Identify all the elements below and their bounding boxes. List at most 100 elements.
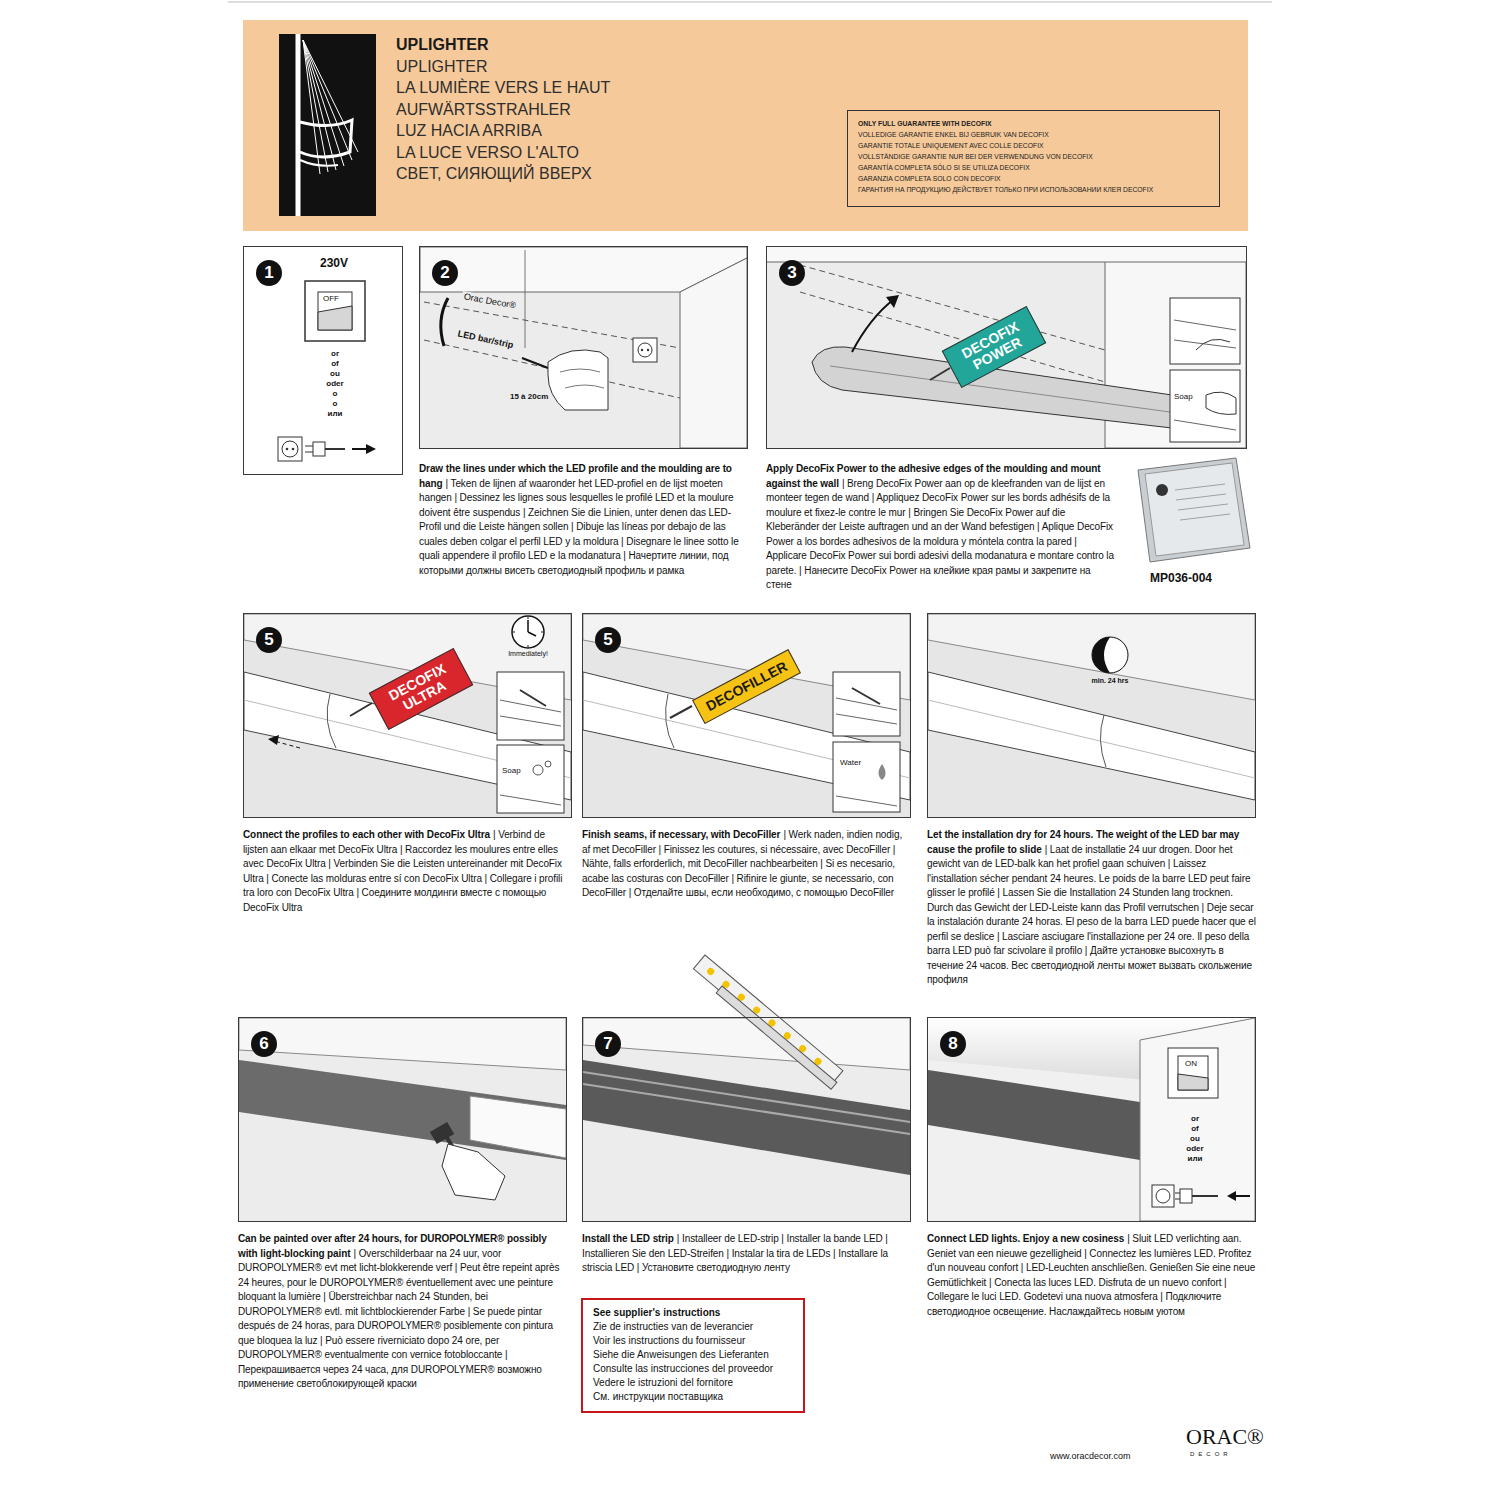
step-panel: 8Connect LED lights. Enjoy a new cosines…	[927, 1017, 1256, 1319]
step-panel: 7Install the LED strip| Installeer de LE…	[582, 1017, 911, 1276]
title-translation: LA LUCE VERSO L'ALTO	[396, 144, 579, 162]
step-2-wall-illustration-part	[647, 349, 649, 351]
instruction-booklet-part	[1138, 458, 1250, 562]
step-2-wall-illustration-part	[641, 349, 643, 351]
step-2-wall-illustration-part	[633, 338, 657, 362]
step-4-joining-illustration-part	[500, 795, 561, 805]
tag-text: DECOFIX POWER	[953, 316, 1034, 378]
guarantee-line: ГАРАНТИЯ НА ПРОДУКЦИЮ ДЕЙСТВУЕТ ТОЛЬКО П…	[858, 184, 1209, 195]
step-7-led-strip-illustration-part	[583, 1018, 910, 1070]
step-2-wall-illustration	[420, 247, 747, 448]
title-translation: UPLIGHTER	[396, 58, 488, 76]
step-4-joining-illustration-part	[268, 735, 279, 745]
step-3-mounting-illustration-part	[1174, 420, 1236, 430]
step-3-mounting-illustration-part	[1196, 339, 1230, 350]
step-3-mounting-illustration-part	[1206, 392, 1236, 414]
step-3-mounting-illustration-part	[830, 366, 1170, 412]
step-3-mounting-illustration-part	[852, 300, 893, 352]
step-4-joining-illustration-part	[274, 741, 300, 748]
step-6-paint-illustration	[239, 1018, 566, 1221]
conjunction-label: of	[331, 359, 339, 368]
tag-text: DECOFILLER	[704, 659, 790, 714]
inset-label: Soap	[502, 766, 521, 775]
step-4-joining-illustration-part	[497, 745, 564, 813]
step-1-switch-illustration-part	[305, 446, 313, 452]
step-7-led-strip-illustration-part	[716, 986, 837, 1089]
uplighter-logo-part	[300, 160, 338, 166]
step-5-filler-illustration-part	[833, 742, 900, 812]
instruction-booklet-part	[1156, 484, 1168, 496]
panel-frame	[927, 613, 1256, 818]
step-1-switch-illustration	[278, 281, 376, 461]
conjunction-label: o	[333, 399, 338, 408]
supplier-note-box: See supplier's instructionsZie de instru…	[581, 1298, 805, 1413]
title-band-ground-part	[243, 20, 1248, 231]
product-tag: DECOFILLER	[692, 649, 801, 724]
step-7-led-strip-illustration-part	[693, 955, 842, 1084]
instruction-booklet-part	[1175, 484, 1230, 520]
step-6-paint-illustration-part	[239, 1018, 566, 1070]
brand-logo: ORAC®	[1186, 1424, 1264, 1449]
step-panel: Let the installation dry for 24 hours. T…	[927, 613, 1256, 988]
step-number: 2	[432, 260, 458, 286]
switch-state: ON	[1185, 1059, 1197, 1068]
step-8-lights-illustration-part	[1192, 1195, 1218, 1197]
conjunction-label: o	[333, 389, 338, 398]
website: www.oracdecor.com	[1050, 1451, 1131, 1461]
uplighter-logo-part	[296, 34, 301, 216]
step-8-lights-illustration-part	[1152, 1185, 1174, 1207]
caption-body: | Overschilderbaar na 24 uur, voor DUROP…	[238, 1248, 559, 1390]
step-2-wall-illustration-part	[560, 369, 604, 388]
title-main: UPLIGHTER	[396, 36, 488, 54]
step-4-joining-illustration-part	[350, 703, 372, 716]
drying-illustration-part	[928, 700, 1255, 778]
guarantee-line: ONLY FULL GUARANTEE WITH DECOFIX	[858, 118, 1209, 129]
step-1-switch-illustration-part	[292, 448, 295, 451]
step-number: 7	[595, 1031, 621, 1057]
step-7-led-strip-illustration	[583, 955, 910, 1221]
step-8-lights-illustration-part	[1140, 1018, 1255, 1221]
voltage-label: 230V	[320, 257, 348, 271]
title-band: UPLIGHTER UPLIGHTER LA LUMIÈRE VERS LE HAU…	[243, 20, 1248, 231]
uplighter-logo-part	[279, 34, 376, 216]
conjunction-label: or	[331, 349, 339, 358]
step-4-joining-illustration-part	[497, 672, 564, 740]
caption-heading: Connect LED lights. Enjoy a new cosiness	[927, 1233, 1124, 1244]
step-8-lights-illustration	[928, 1018, 1255, 1221]
step-3-mounting-illustration-part	[767, 247, 1246, 262]
step-7-led-strip-illustration-part	[583, 1060, 910, 1175]
step-3-mounting-illustration	[767, 247, 1246, 448]
step-2-wall-illustration-part	[525, 250, 526, 348]
tag-text: DECOFIX ULTRA	[380, 658, 461, 720]
caption-heading: Install the LED strip	[582, 1233, 674, 1244]
panel-frame: 1	[243, 246, 403, 475]
step-2-wall-illustration-part	[420, 247, 747, 448]
title-translation: LA LUMIÈRE VERS LE HAUT	[396, 79, 610, 97]
step-8-lights-illustration-part	[928, 1018, 1255, 1221]
part-number: MP036-004	[1150, 572, 1212, 586]
step-5-filler-illustration-part	[836, 698, 897, 724]
inset-label: Soap	[1174, 392, 1193, 401]
step-4-joining-illustration-part	[244, 614, 571, 817]
step-8-lights-illustration-part	[928, 1070, 1140, 1160]
title-translation: AUFWÄRTSSTRAHLER	[396, 101, 571, 119]
step-2-wall-illustration-part	[548, 350, 608, 410]
step-4-joining-illustration-part	[327, 694, 336, 748]
step-2-wall-illustration-part	[441, 298, 448, 346]
step-3-mounting-illustration-part	[1174, 320, 1236, 348]
step-number: 5	[595, 627, 621, 653]
drying-illustration-part	[928, 672, 1255, 800]
step-3-mounting-illustration-part	[930, 368, 950, 380]
step-6-paint-illustration-part	[470, 1096, 566, 1158]
step-2-wall-illustration-part	[680, 258, 747, 448]
note-line: Vedere le istruzioni del fornitore	[593, 1376, 793, 1390]
step-3-mounting-illustration-part	[1170, 370, 1240, 442]
step-1-switch-illustration-part	[286, 448, 289, 451]
uplighter-logo-part	[303, 40, 358, 174]
step-panel: 5Finish seams, if necessary, with DecoFi…	[582, 613, 911, 901]
step-4-joining-illustration-part	[512, 616, 544, 648]
product-tag: DECOFIX POWER	[942, 306, 1046, 388]
step-5-filler-illustration-part	[833, 672, 900, 736]
step-1-switch-illustration-part	[313, 442, 325, 456]
